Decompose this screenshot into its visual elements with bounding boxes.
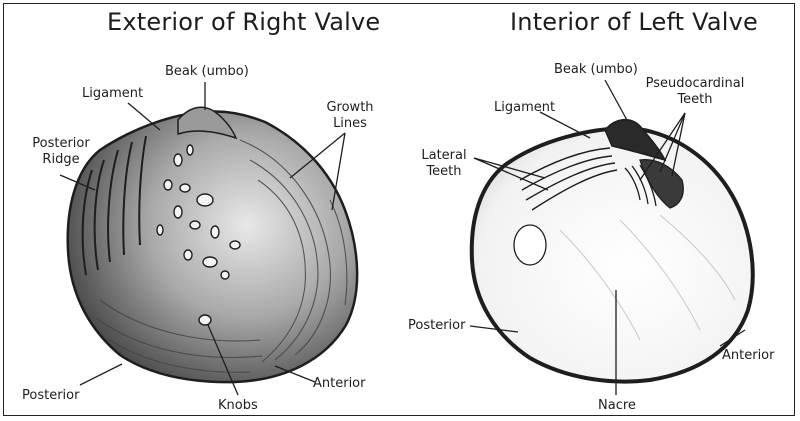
- interior-nacre-shading: [559, 214, 736, 341]
- interior-shell: [469, 79, 755, 395]
- interior-label-ligament: Ligament: [494, 100, 556, 115]
- exterior-title: Exterior of Right Valve: [107, 8, 381, 36]
- interior-label-nacre: Nacre: [598, 398, 636, 413]
- diagram-frame: [3, 3, 795, 416]
- exterior-label-beak: Beak (umbo): [165, 64, 249, 79]
- exterior-label-posterior-ridge: Posterior Ridge: [32, 136, 90, 167]
- exterior-label-anterior: Anterior: [313, 376, 366, 391]
- exterior-posterior-ridge: [81, 135, 147, 276]
- exterior-label-knobs: Knobs: [218, 398, 258, 413]
- exterior-label-ligament: Ligament: [82, 86, 144, 101]
- interior-label-pseudocardinal-teeth: Pseudocardinal Teeth: [645, 76, 745, 107]
- interior-beak: [604, 118, 667, 162]
- exterior-knobs: [156, 144, 241, 326]
- exterior-label-growth-lines: Growth Lines: [326, 100, 374, 131]
- interior-leader-lines: [469, 79, 746, 395]
- exterior-shell: [59, 82, 359, 396]
- interior-title: Interior of Left Valve: [510, 8, 759, 36]
- interior-label-anterior: Anterior: [722, 348, 775, 363]
- interior-label-beak: Beak (umbo): [554, 62, 638, 77]
- exterior-label-posterior: Posterior: [22, 388, 80, 403]
- interior-label-posterior: Posterior: [408, 318, 466, 333]
- interior-label-lateral-teeth: Lateral Teeth: [421, 148, 467, 179]
- exterior-leader-lines: [59, 82, 346, 396]
- exterior-beak: [177, 106, 238, 140]
- interior-shell-outline: [469, 125, 755, 384]
- exterior-growth-lines: [95, 139, 348, 373]
- interior-muscle-scar: [513, 224, 547, 266]
- interior-lateral-teeth: [519, 147, 618, 211]
- exterior-shell-outline: [66, 110, 359, 384]
